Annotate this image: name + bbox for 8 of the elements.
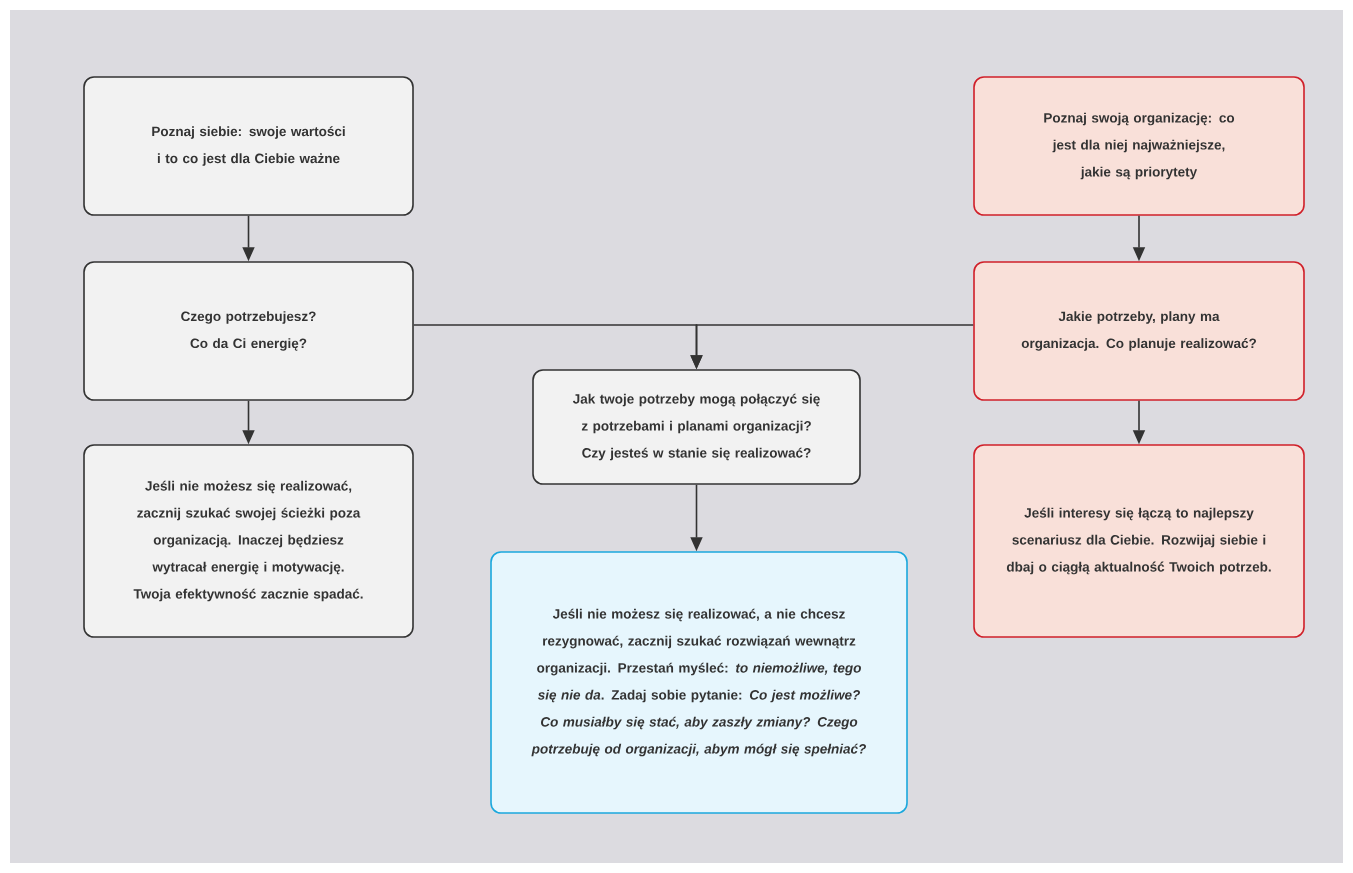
process-box: Jak twoje potrzeby mogą połączyć się z potrzebami i planami organizacji? Czy jesteś w stanie się realizować? <box>532 369 861 485</box>
process-box: Czego potrzebujesz? Co da Ci energię? <box>83 261 414 401</box>
outcome-box: Jeśli nie możesz się realizować, a nie chcesz rezygnować, zacznij szukać rozwiązań wewnątrz organizacji. Przestań myśleć: to niemożliwe, tego się nie da. Zadaj sobie pytanie: Co jest możliwe? Co musiałby się stać, aby zaszły zmiany? Czego potrzebuję od organizacji, abym mógł się spełniać? <box>490 551 908 814</box>
process-box: Jeśli interesy się łączą to najlepszy scenariusz dla Ciebie. Rozwijaj siebie i dbaj o ciągłą aktualność Twoich potrzeb. <box>973 444 1305 638</box>
process-box: Jeśli nie możesz się realizować, zacznij szukać swojej ścieżki poza organizacją. Inaczej będziesz wytracał energię i motywację. Twoja efektywność zacznie spadać. <box>83 444 414 638</box>
process-box: Poznaj swoją organizację: co jest dla niej najważniejsze, jakie są priorytety <box>973 76 1305 216</box>
process-box: Jakie potrzeby, plany ma organizacja. Co planuje realizować? <box>973 261 1305 401</box>
process-box: Poznaj siebie: swoje wartości i to co jest dla Ciebie ważne <box>83 76 414 216</box>
